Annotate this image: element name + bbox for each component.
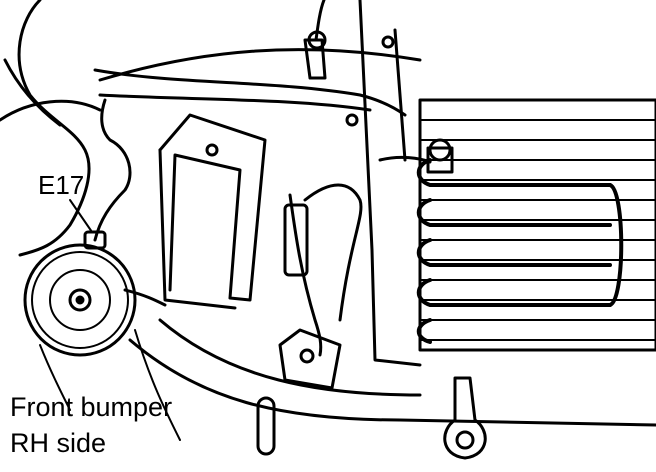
- top-sensor-wire: [314, 0, 326, 42]
- condenser-core: [418, 98, 656, 352]
- horn-leader-2: [39, 344, 71, 411]
- connector-wire-right: [303, 183, 363, 322]
- bolt-hole-3: [205, 143, 219, 157]
- radiator-support-inner: [393, 28, 407, 162]
- bolt-hole-1: [381, 35, 395, 49]
- e17-leader: [69, 199, 93, 233]
- horn-center-dot: [75, 295, 85, 305]
- caption-location-line1: Front bumper: [10, 392, 173, 422]
- connector-callout-e17: E17: [38, 170, 85, 200]
- wheel-arch: [0, 99, 102, 122]
- fender-panel: [17, 0, 91, 257]
- horn-mount: [123, 288, 167, 307]
- connector-wire: [288, 193, 323, 357]
- horn-wire: [93, 98, 132, 242]
- ac-line: [378, 155, 432, 164]
- tow-hook-eye: [455, 430, 475, 450]
- bumper-lower: [128, 338, 656, 427]
- horn-mid: [49, 269, 111, 331]
- horn-bracket: [158, 113, 267, 302]
- tow-hook: [443, 376, 487, 460]
- condenser-tube-loops: [416, 158, 624, 344]
- upper-harness-lower: [98, 93, 372, 112]
- sensor-block: [278, 328, 342, 390]
- support-cross: [98, 48, 422, 82]
- horn-rim: [31, 251, 129, 349]
- caption-location-line2: RH side: [10, 428, 107, 458]
- horn-leader: [134, 329, 181, 441]
- horn-terminal: [83, 230, 107, 250]
- sensor-block-bolt: [299, 348, 315, 364]
- radiator-support: [358, 0, 422, 367]
- bumper-lower-inner: [158, 318, 422, 397]
- horn-outer: [23, 243, 137, 357]
- upper-harness: [93, 68, 407, 117]
- horn-center: [68, 288, 92, 312]
- condenser-cap: [428, 138, 452, 162]
- connector-plug: [283, 203, 309, 277]
- bolt-hole-2: [345, 113, 359, 127]
- top-sensor-cap: [307, 30, 327, 50]
- bracket-side: [158, 148, 237, 310]
- fender-inner-edge: [3, 58, 62, 127]
- bumper-slot: [256, 396, 276, 456]
